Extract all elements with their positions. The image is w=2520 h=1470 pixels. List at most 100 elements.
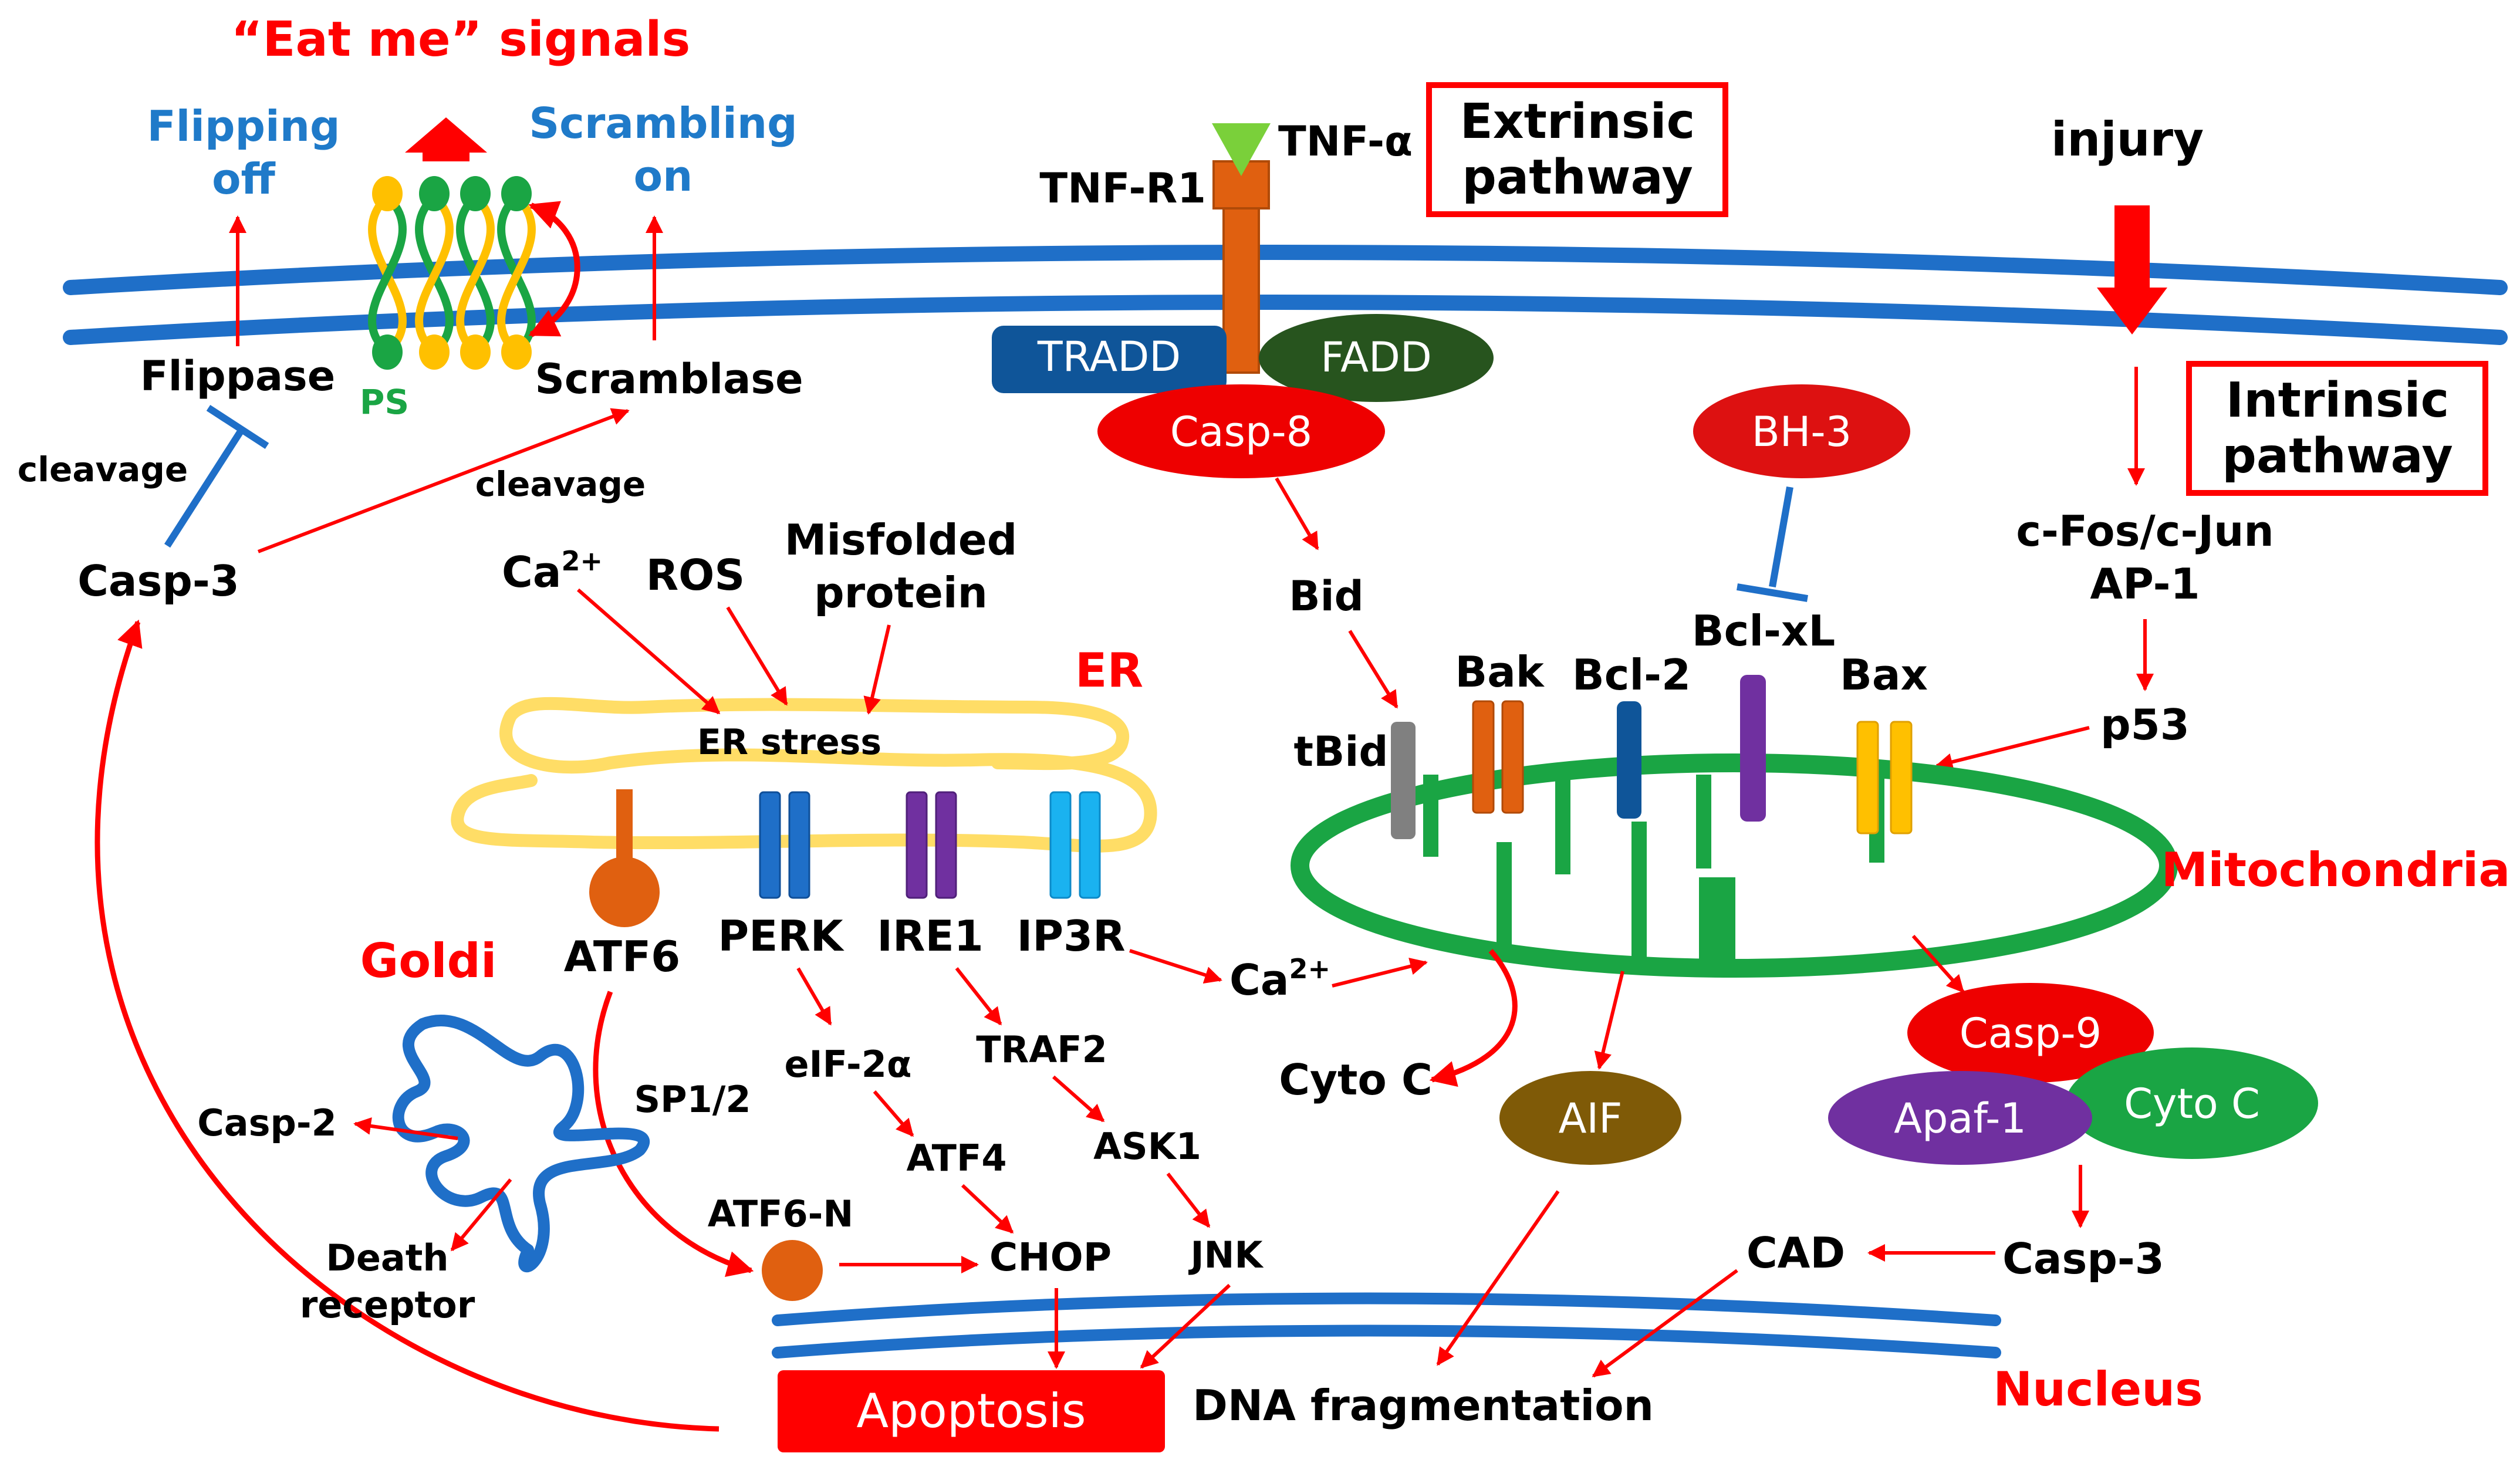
ca-to-mito-arrow — [1332, 957, 1428, 988]
golgi-membrane — [392, 1014, 650, 1273]
flipping-off-line1: Flipping — [147, 102, 340, 151]
tnf-alpha-label: TNF-α — [1278, 117, 1413, 165]
scramblase-label: Scramblase — [535, 355, 803, 403]
extrinsic-pathway-box — [1426, 82, 1728, 217]
casp3-right-label: Casp-3 — [2002, 1234, 2164, 1283]
eat-me-title: “Eat me” signals — [231, 12, 691, 67]
ros-label: ROS — [646, 550, 745, 600]
mito-to-cytoc-arrow — [1429, 949, 1518, 1087]
atf4-to-chop-arrow — [961, 1184, 1014, 1234]
traf2-label: TRAF2 — [976, 1028, 1107, 1071]
bh3-ellipse — [1693, 384, 1910, 478]
er-membrane — [451, 697, 1157, 853]
tradd-box — [992, 326, 1227, 393]
scrambling-on-line2: on — [634, 151, 693, 201]
nucleus-label: Nucleus — [1993, 1362, 2203, 1417]
death-receptor-line1: Death — [326, 1236, 448, 1279]
tradd-label: TRADD — [1037, 333, 1181, 381]
tnf-alpha-ligand — [1212, 123, 1271, 176]
misfolded-line2: protein — [814, 568, 988, 617]
atf6-to-atf6n-arrow — [593, 991, 754, 1277]
mito-to-casp9-arrow — [1911, 934, 1965, 993]
perk-sensor — [759, 791, 810, 899]
apoptosis-label: Apoptosis — [856, 1384, 1086, 1438]
casp3-inhibits-flippase — [164, 404, 269, 548]
aif-label: AIF — [1559, 1094, 1623, 1143]
apoptosis-to-casp3-loop — [94, 619, 719, 1432]
cad-label: CAD — [1747, 1228, 1845, 1278]
chop-label: CHOP — [989, 1235, 1112, 1280]
golgi-to-death-receptor-arrow — [450, 1178, 512, 1252]
bcl2-label: Bcl-2 — [1572, 650, 1691, 699]
death-receptor-line2: receptor — [300, 1283, 475, 1326]
plasma-membrane — [63, 245, 2508, 345]
bid-label: Bid — [1289, 572, 1363, 620]
perk-label: PERK — [718, 911, 844, 961]
scrambling-on-line1: Scrambling — [529, 99, 797, 148]
cfos-label: c-Fos/c-Jun — [2016, 506, 2274, 556]
ap1-label: AP-1 — [2090, 559, 2200, 609]
intrinsic-line1: Intrinsic — [2226, 373, 2450, 428]
ask1-label: ASK1 — [1093, 1125, 1201, 1168]
cleavage-left-label: cleavage — [18, 450, 188, 489]
casp3-left-label: Casp-3 — [77, 556, 239, 606]
cytoc-left-label: Cyto C — [1279, 1055, 1433, 1104]
aif-to-dna-arrow — [1436, 1190, 1560, 1366]
misfolded-line1: Misfolded — [785, 515, 1018, 565]
injury-arrow-head — [2097, 288, 2167, 334]
er-stress-label: ER stress — [697, 722, 881, 763]
jnk-label: JNK — [1188, 1234, 1264, 1276]
ca-mito-label: Ca2+ — [1229, 953, 1330, 1005]
casp2-label: Casp-2 — [197, 1101, 337, 1144]
bh3-label: BH-3 — [1752, 408, 1852, 456]
tnf-r1-label: TNF-R1 — [1039, 164, 1206, 212]
atf6-label: ATF6 — [564, 932, 681, 981]
bclxl-protein — [1740, 675, 1766, 822]
eat-me-arrow-stem — [424, 144, 468, 161]
sp12-label: SP1/2 — [634, 1078, 751, 1121]
ip3r-to-ca-arrow — [1129, 949, 1222, 984]
casp8-to-bid-arrow — [1275, 477, 1319, 550]
ask1-to-jnk-arrow — [1166, 1172, 1211, 1228]
cytoc-apoptosome-label: Cyto C — [2124, 1080, 2260, 1128]
ca-to-er-arrow — [577, 588, 721, 715]
injury-label: injury — [2051, 112, 2204, 167]
extrinsic-line2: pathway — [1462, 150, 1693, 205]
apoptosis-box — [778, 1370, 1165, 1452]
bclxl-label: Bcl-xL — [1692, 606, 1835, 655]
golgi-to-casp2-arrow — [353, 1117, 458, 1140]
bak-protein — [1472, 700, 1524, 814]
ip3r-label: IP3R — [1016, 911, 1125, 961]
ca-er-label: Ca2+ — [502, 545, 603, 597]
mito-to-aif-arrow — [1594, 971, 1624, 1070]
flippase-label: Flippase — [140, 352, 335, 400]
eif2a-label: eIF-2α — [784, 1043, 911, 1086]
cytoc-apoptosome-ellipse — [2066, 1047, 2318, 1159]
bid-to-tbid-arrow — [1348, 630, 1399, 709]
jnk-to-apoptosis-arrow — [1140, 1283, 1231, 1369]
injury-arrow-stem — [2114, 205, 2150, 288]
bax-protein — [1856, 721, 1913, 834]
cleavage-right-label: cleavage — [475, 464, 646, 504]
fadd-label: FADD — [1320, 333, 1432, 381]
traf2-to-ask1-arrow — [1052, 1075, 1105, 1123]
casp8-label: Casp-8 — [1170, 408, 1312, 456]
bak-label: Bak — [1455, 647, 1545, 697]
extrinsic-line1: Extrinsic — [1460, 94, 1695, 150]
bh3-inhibits-bclxl — [1737, 486, 1808, 602]
intrinsic-line2: pathway — [2222, 428, 2453, 484]
casp9-ellipse — [1907, 983, 2154, 1083]
eif-to-atf4-arrow — [873, 1090, 914, 1137]
apaf1-label: Apaf-1 — [1894, 1094, 2026, 1143]
ip3r-sensor — [1049, 791, 1101, 899]
atf6n-circle — [762, 1240, 823, 1301]
casp9-label: Casp-9 — [1960, 1009, 2102, 1057]
ps-bilayer — [368, 176, 536, 370]
p53-to-bax-arrow — [1935, 726, 2090, 771]
perk-to-eif-arrow — [796, 967, 832, 1026]
dna-fragmentation-label: DNA fragmentation — [1193, 1381, 1654, 1430]
ros-to-er-arrow — [726, 606, 788, 706]
bax-label: Bax — [1840, 650, 1928, 699]
scrambling-curved-arrow — [528, 201, 580, 337]
